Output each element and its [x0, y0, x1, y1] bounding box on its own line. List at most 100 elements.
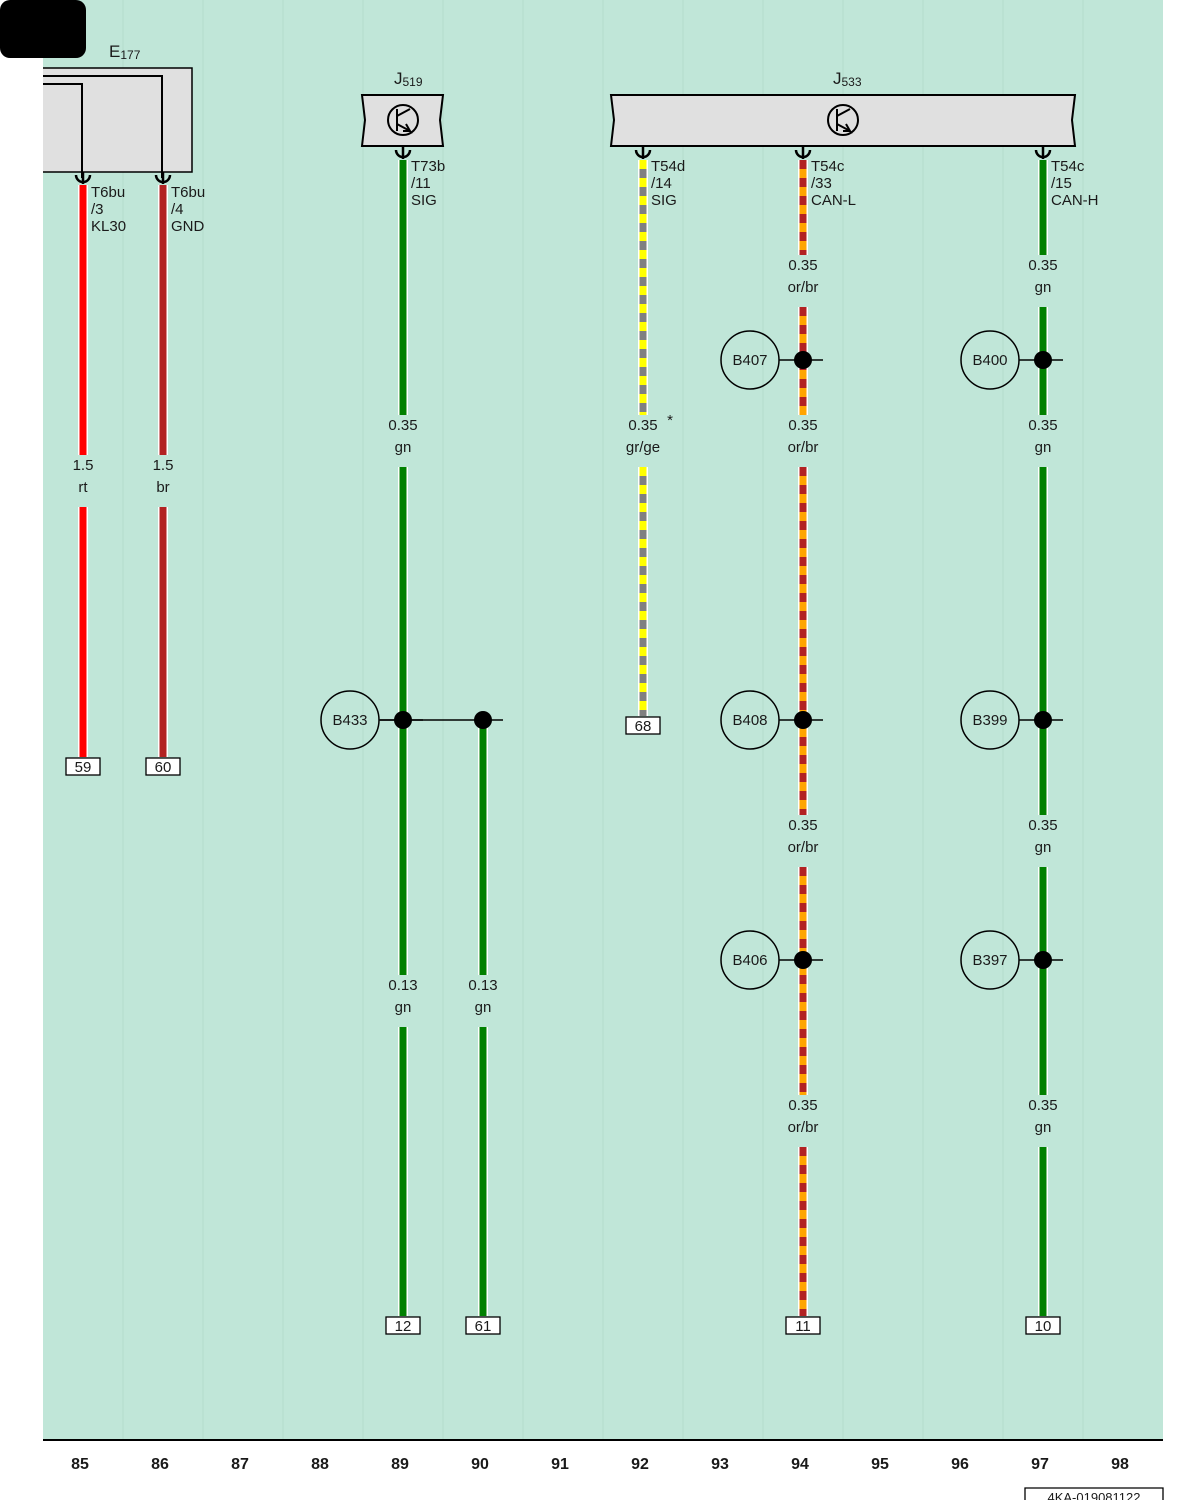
splice-label-circle [960, 690, 1020, 750]
terminal-number: 10 [1035, 1318, 1052, 1335]
wire-color-label: gn [395, 999, 412, 1016]
terminal-number: 59 [75, 759, 92, 776]
terminal-box[interactable] [385, 1316, 421, 1335]
wire-size-label: 0.35 [1028, 1097, 1057, 1114]
splice-label: B407 [732, 352, 767, 369]
splice-label: B406 [732, 952, 767, 969]
pin-label: SIG [651, 192, 677, 209]
transistor-icon [836, 108, 853, 134]
wire-color-label: gn [395, 439, 412, 456]
wire-color-label: or/br [788, 439, 819, 456]
wire-size-label: 0.35 [788, 417, 817, 434]
wire-size-label: 0.35 [1028, 417, 1057, 434]
wire-size-label: 1.5 [153, 457, 174, 474]
wire-color-label: or/br [788, 1119, 819, 1136]
wire-size-label: 0.13 [388, 977, 417, 994]
component-label-J519: J519 [394, 69, 423, 89]
component-label-J533: J533 [833, 69, 862, 89]
column-grid [122, 0, 1084, 1440]
column-numbers: 85 86 87 88 89 90 91 92 93 94 95 96 97 9… [71, 1456, 1129, 1473]
splice-label-circle [720, 930, 780, 990]
splice-label: B408 [732, 712, 767, 729]
wire-color-label: gn [1035, 279, 1052, 296]
column-number: 90 [471, 1456, 489, 1473]
column-number: 89 [391, 1456, 409, 1473]
terminal-box[interactable] [625, 716, 661, 735]
terminal-number: 11 [795, 1318, 811, 1335]
splice-label-circle [720, 690, 780, 750]
terminal-box[interactable] [145, 757, 181, 776]
splice-label-circle [320, 690, 380, 750]
splice-node [794, 351, 812, 369]
wire-size-label: 0.35 [1028, 817, 1057, 834]
splice-label: B400 [972, 352, 1007, 369]
pin-label: /33 [811, 175, 832, 192]
pin-label: T73b [411, 158, 445, 175]
column-number: 86 [151, 1456, 169, 1473]
wire-size-label: 0.35 [788, 1097, 817, 1114]
splice-node [474, 711, 492, 729]
splice-label: B433 [332, 712, 367, 729]
pin-label: CAN-L [811, 192, 856, 209]
splice-node [1034, 711, 1052, 729]
splice-node [794, 951, 812, 969]
pin-label: KL30 [91, 218, 126, 235]
terminal-number: 60 [155, 759, 172, 776]
splice-label: B399 [972, 712, 1007, 729]
wire-size-label: 1.5 [73, 457, 94, 474]
wire-size-label: 0.35 [788, 817, 817, 834]
figure-id-box: 4KA-019081122 [1024, 1487, 1164, 1500]
pin-label: T54c [1051, 158, 1085, 175]
figure-id: 4KA-019081122 [1047, 1490, 1140, 1500]
terminal-number: 61 [475, 1318, 492, 1335]
wire-size-label: 0.35 [788, 257, 817, 274]
component-J519: J519 [360, 69, 445, 147]
terminal-box[interactable] [465, 1316, 501, 1335]
pin-label: GND [171, 218, 205, 235]
terminal-box[interactable] [1025, 1316, 1061, 1335]
transistor-icon [396, 108, 413, 134]
pin-label: /11 [411, 175, 431, 192]
wire-size-label: 0.35 [388, 417, 417, 434]
wire-color-label: gn [1035, 1119, 1052, 1136]
terminal-number: 12 [395, 1318, 412, 1335]
terminal-box[interactable] [65, 757, 101, 776]
component-J533: J533 [609, 69, 1077, 147]
terminal-box[interactable] [785, 1316, 821, 1335]
column-number: 93 [711, 1456, 729, 1473]
pin-label: /14 [651, 175, 672, 192]
splice-node [1034, 951, 1052, 969]
pin-label: SIG [411, 192, 437, 209]
column-number: 88 [311, 1456, 329, 1473]
column-number: 97 [1031, 1456, 1049, 1473]
column-number: 95 [871, 1456, 889, 1473]
wire-size-label: 0.35 [1028, 257, 1057, 274]
splice-node [1034, 351, 1052, 369]
component-E177: E177 [0, 42, 193, 178]
page-tab [0, 0, 86, 58]
wire-color-label: or/br [788, 279, 819, 296]
splice-label-circle [960, 930, 1020, 990]
column-number: 98 [1111, 1456, 1129, 1473]
wire-color-label: gr/ge [626, 439, 660, 456]
wire-color-label: gn [475, 999, 492, 1016]
component-label-E177: E177 [109, 42, 141, 62]
pin-label: T54c [811, 158, 845, 175]
wire-color-label: or/br [788, 839, 819, 856]
column-number: 96 [951, 1456, 969, 1473]
wire-color-label: br [156, 479, 169, 496]
note-asterisk: * [667, 412, 673, 429]
column-number: 85 [71, 1456, 89, 1473]
wire-color-label: gn [1035, 839, 1052, 856]
splice-label-circle [960, 330, 1020, 390]
pin-label: /4 [171, 201, 184, 218]
pin-label: /15 [1051, 175, 1072, 192]
splice-node [794, 711, 812, 729]
splice-label-circle [720, 330, 780, 390]
column-number: 94 [791, 1456, 809, 1473]
pin-label: /3 [91, 201, 104, 218]
wire-color-label: gn [1035, 439, 1052, 456]
column-number: 87 [231, 1456, 249, 1473]
pin-label: CAN-H [1051, 192, 1099, 209]
